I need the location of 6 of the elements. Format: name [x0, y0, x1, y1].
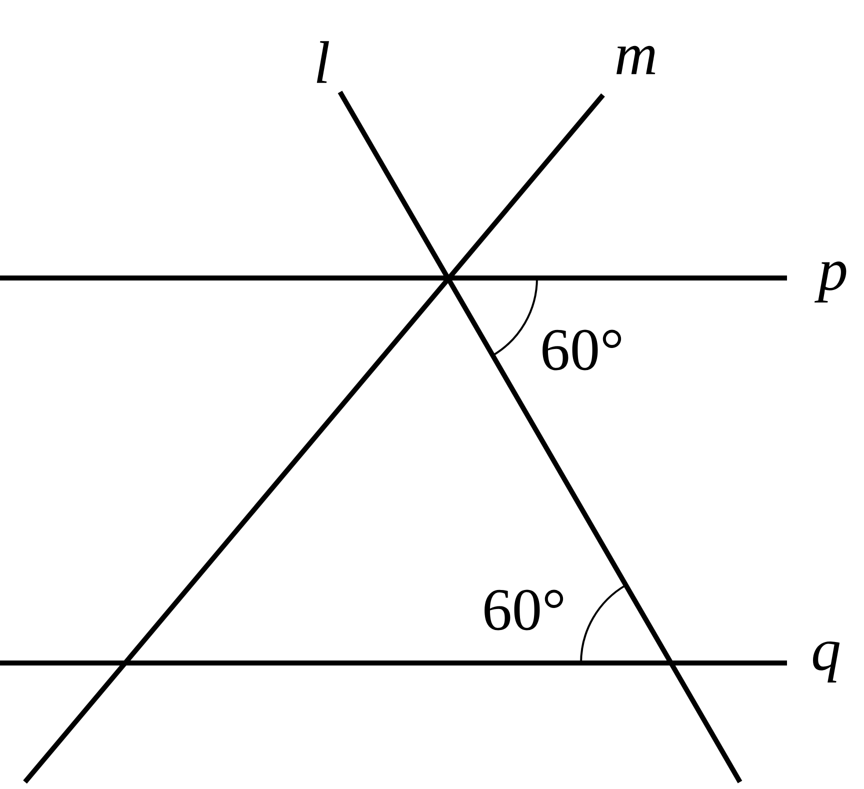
angle-label: 60° [542, 330, 622, 370]
line-label: p [814, 261, 846, 303]
line-label: m [616, 46, 656, 74]
angle-label: 60° [484, 590, 564, 630]
line-label: l [316, 41, 330, 83]
line-label: q [813, 641, 840, 683]
